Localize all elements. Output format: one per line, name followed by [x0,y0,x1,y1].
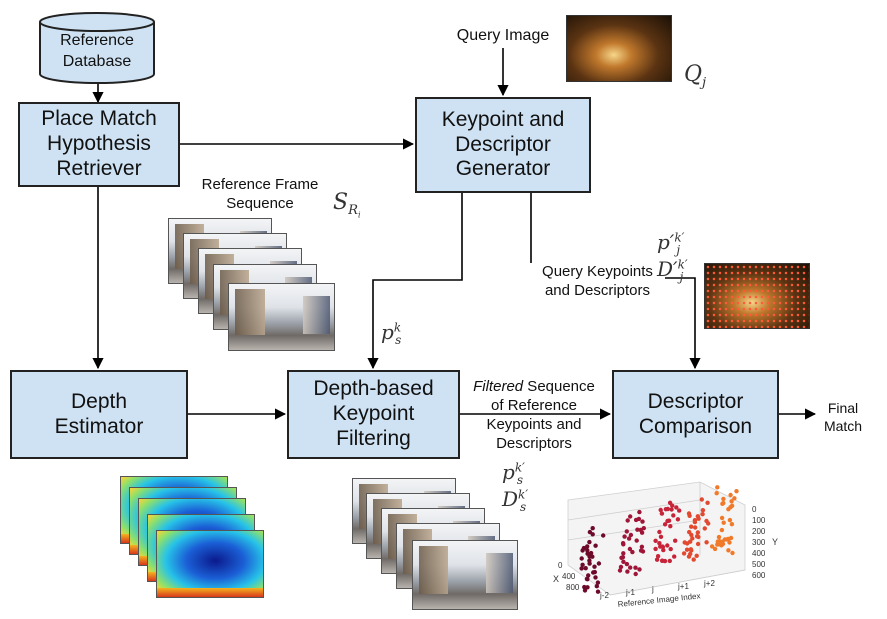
p-sub: s [395,333,402,347]
s-main: S [333,190,349,215]
final-match-label: Final Match [823,400,863,434]
descriptor-comparison-box: Descriptor Comparison [612,370,779,459]
ps-d: D [502,487,519,511]
s-ri-symbol: SRi [333,190,361,220]
reference-frame [228,283,335,351]
pd-d-sub: j [679,270,684,284]
depth-map [156,530,264,598]
query-image-photo [566,15,672,82]
pd-d-sup: k′ [677,257,688,272]
filtered-word: Filtered [473,378,524,395]
ps-d-sup: k′ [518,487,529,502]
p-s-k-symbol: pks [381,320,401,347]
pd-p: p′ [657,230,675,254]
q-main: Q [684,62,703,87]
q-sub: j [702,75,707,91]
pd-p-sub: j [676,243,681,257]
arrow-generator-to-filtering [367,193,463,370]
filtered-descriptor-symbol: pk′s Dk′s [502,460,554,514]
pd-p-sup: k′ [674,230,685,245]
query-keypoints-label: Query Keypoints and Descriptors [530,263,665,301]
filtered-rest: Sequence [523,378,595,395]
reference-frame-sequence-label: Reference Frame Sequence [201,176,319,212]
ps-p: p [502,460,515,484]
p-main: p [381,320,394,344]
reference-database-label: Reference Database [60,32,134,70]
filtered-sequence-label: Filtered Sequence [459,378,609,397]
place-match-retriever-box: Place Match Hypothesis Retriever [18,102,180,187]
ps-p-sup: k′ [514,460,525,475]
s-sub: R [348,203,359,219]
filtered-sequence-lines: of Reference Keypoints and Descriptors [486,397,582,452]
query-image-label: Query Image [456,27,550,44]
depth-filtering-box: Depth-based Keypoint Filtering [287,370,460,459]
ps-p-sub: s [516,473,523,487]
p-sup: k [393,320,402,335]
depth-estimator-box: Depth Estimator [10,370,188,459]
query-descriptor-symbol: p′k′j D′k′j [657,230,713,284]
pd-d: D′ [657,257,678,281]
filtered-frame [412,540,518,610]
ps-d-sub: s [520,500,527,514]
keypoint-generator-box: Keypoint and Descriptor Generator [415,97,591,193]
q-j-symbol: Qj [684,62,706,90]
query-keypoints-photo [704,263,810,329]
s-subsub: i [358,211,361,221]
